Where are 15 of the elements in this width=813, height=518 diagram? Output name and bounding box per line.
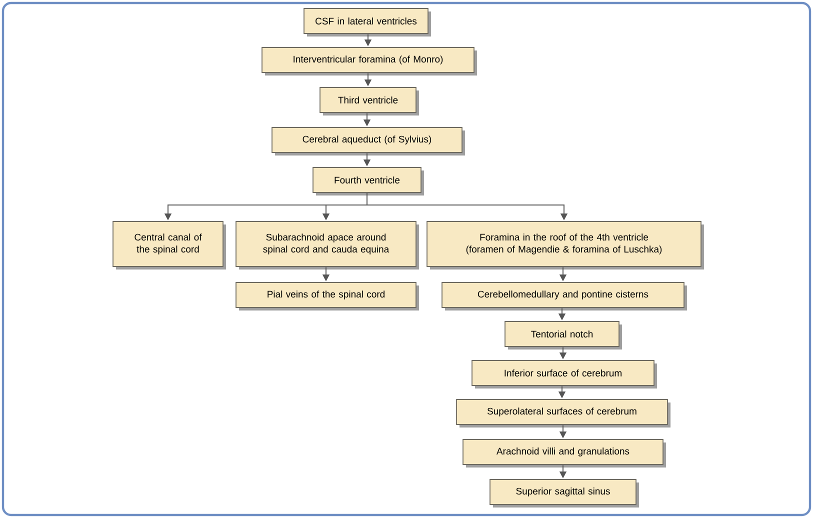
process-box: Inferior surface of cerebrum [472,360,657,388]
process-box: Interventricular foramina (of Monro) [262,47,477,76]
process-box: Cerebral aqueduct (of Sylvius) [272,127,465,156]
process-box: CSF in lateral ventricles [304,8,431,36]
process-box: Pial veins of the spinal cord [236,282,419,310]
process-box: Central canal of the spinal cord [112,221,226,270]
process-box: Foramina in the roof of the 4th ventricle (foramen of Magendie & foramina of Luschka) [426,221,704,270]
process-box: Superior sagittal sinus [490,479,639,508]
process-box: Cerebellomedullary and pontine cisterns [442,282,687,310]
process-box: Fourth ventricle [312,167,424,196]
process-box: Subarachnoid apace around spinal cord and cauda equina [236,221,419,270]
process-box: Third ventricle [320,87,419,116]
process-box: Superolateral surfaces of cerebrum [456,399,670,428]
process-box: Arachnoid villi and granulations [462,439,666,468]
process-box: Tentorial notch [504,321,622,350]
